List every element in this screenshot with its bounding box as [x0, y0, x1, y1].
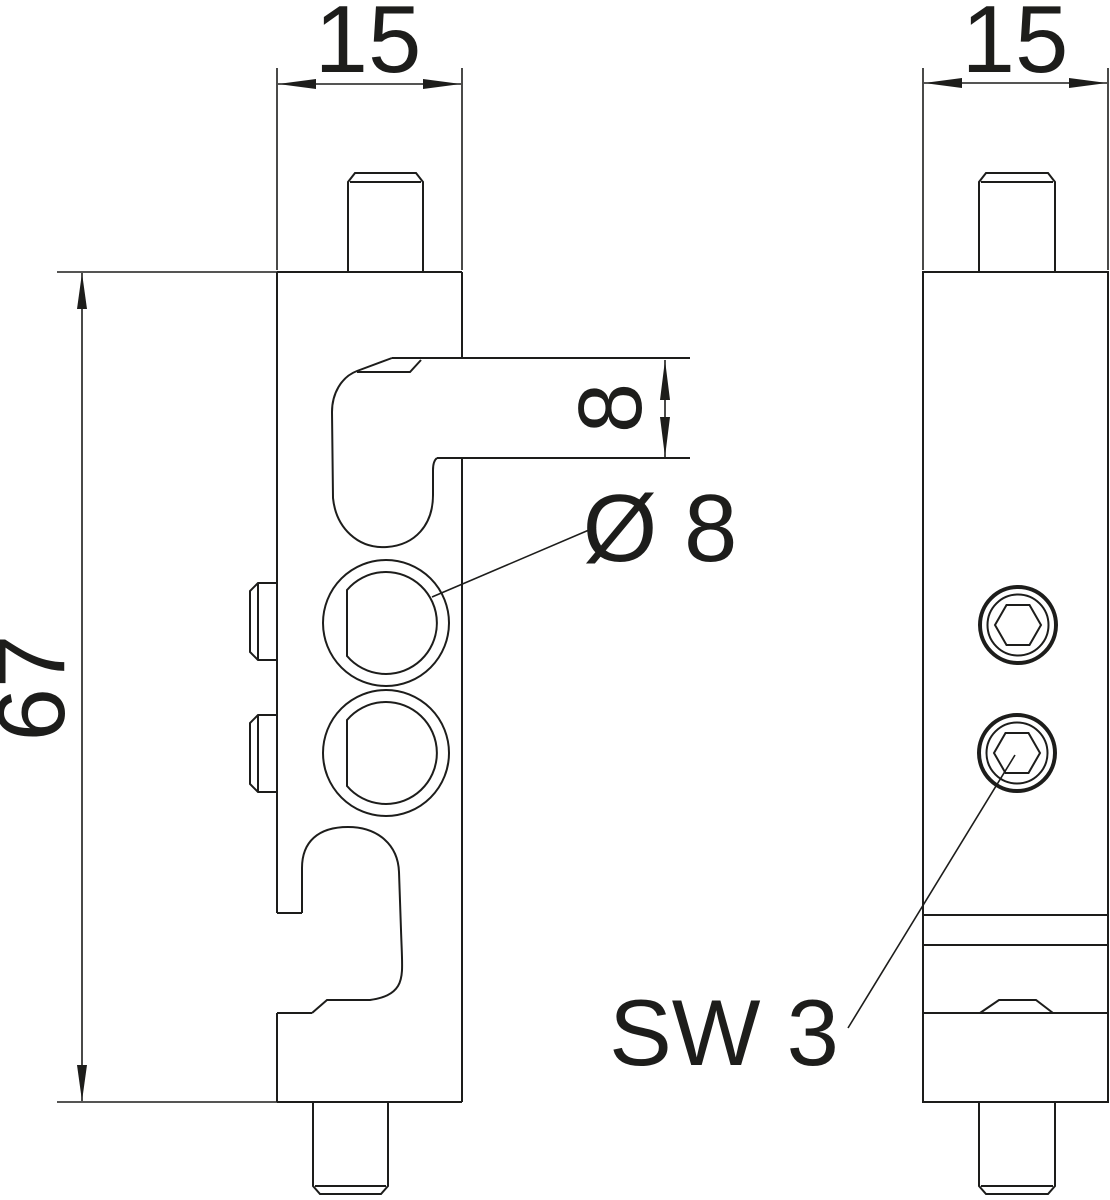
wrench-size-label: SW 3 — [609, 980, 839, 1085]
dim-arm-thickness-label: 8 — [561, 382, 661, 434]
dim-8-arrow-bottom — [660, 417, 670, 457]
front-setscrew-upper-outer — [978, 585, 1058, 665]
hex-socket-lower-icon — [992, 732, 1042, 774]
dim-right15-arrow-left — [924, 78, 962, 88]
side-bottom-stud — [312, 1102, 389, 1195]
hex-socket-upper-icon — [993, 604, 1043, 646]
dim-left15-arrow-right — [423, 79, 461, 89]
side-hole-lower-inner — [346, 701, 438, 805]
dim-right15-arrow-right — [1069, 78, 1107, 88]
dim-width-left-label: 15 — [314, 0, 422, 93]
front-slot-chamfer-face — [979, 999, 1054, 1014]
leader-hole-diameter — [431, 526, 597, 598]
front-setscrew-lower-outer — [977, 713, 1057, 793]
side-hole-lower-outer — [322, 689, 450, 817]
dim-67-arrow-bottom — [77, 1065, 87, 1101]
side-lower-hook-slot — [301, 825, 404, 1014]
side-upper-slot-chamfer-face — [357, 359, 422, 373]
dim-left15-arrow-left — [278, 79, 316, 89]
side-setscrew-tip-upper — [249, 582, 277, 661]
front-view-outline — [922, 172, 1109, 1195]
side-setscrew-tip-lower — [249, 714, 277, 793]
dim-width-right-label: 15 — [961, 0, 1069, 93]
dimensions — [57, 68, 1109, 1103]
dim-67-arrow-top — [77, 273, 87, 309]
side-hole-upper-outer — [322, 559, 450, 687]
side-top-stud — [347, 172, 424, 272]
side-upper-hook-slot — [330, 357, 438, 549]
front-body — [922, 271, 1109, 1103]
side-hole-upper-inner — [346, 571, 438, 675]
front-setscrew-upper-thread — [986, 593, 1050, 657]
hole-diameter-label: Ø 8 — [582, 475, 738, 582]
dim-8-arrow-top — [660, 360, 670, 400]
leader-wrench-size — [847, 754, 1016, 1029]
front-top-stud — [978, 172, 1056, 272]
front-setscrew-lower-thread — [985, 721, 1049, 785]
front-bottom-stud — [978, 1102, 1056, 1195]
dim-height-label: 67 — [0, 634, 85, 742]
side-view-outline — [249, 172, 690, 1195]
